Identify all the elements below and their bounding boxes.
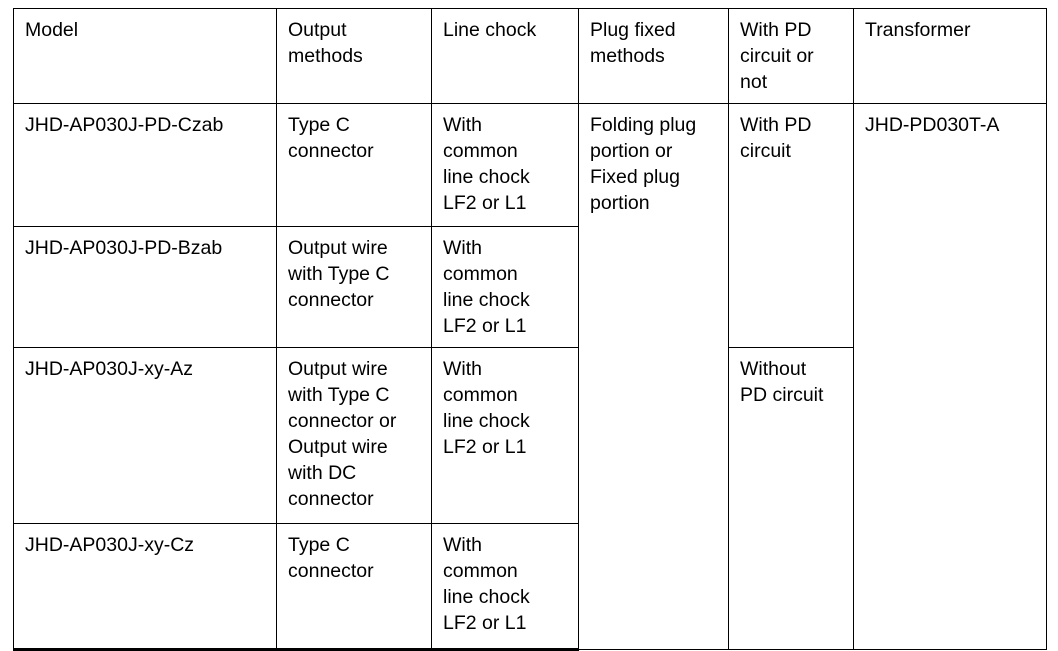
- cell-output-methods: Type C connector: [276, 103, 432, 227]
- cell-model: JHD-AP030J-xy-Az: [13, 347, 277, 524]
- cell-pd-circuit-with-merged: With PD circuit: [728, 103, 854, 348]
- cell-output-methods: Output wire with Type C connector or Out…: [276, 347, 432, 524]
- column-header-pd-circuit: With PD circuit or not: [728, 8, 854, 104]
- column-header-model: Model: [13, 8, 277, 104]
- table-row: JHD-AP030J-xy-Cz Type C connector With c…: [13, 523, 1047, 651]
- column-header-transformer: Transformer: [853, 8, 1047, 104]
- cell-line-chock: With common line chock LF2 or L1: [431, 103, 579, 227]
- column-header-output-methods: Output methods: [276, 8, 432, 104]
- cell-output-methods: Type C connector: [276, 523, 432, 651]
- table-header-row: Model Output methods Line chock Plug fix…: [13, 8, 1047, 104]
- cell-model: JHD-AP030J-PD-Bzab: [13, 226, 277, 348]
- cell-line-chock: With common line chock LF2 or L1: [431, 226, 579, 348]
- cell-plug-fixed-methods-merged: Folding plug portion or Fixed plug porti…: [578, 103, 729, 650]
- model-specification-table: Model Output methods Line chock Plug fix…: [13, 8, 1047, 651]
- cell-transformer-merged: JHD-PD030T-A: [853, 103, 1047, 650]
- column-header-line-chock: Line chock: [431, 8, 579, 104]
- cell-model: JHD-AP030J-PD-Czab: [13, 103, 277, 227]
- table-row: JHD-AP030J-PD-Bzab Output wire with Type…: [13, 226, 1047, 348]
- cell-model: JHD-AP030J-xy-Cz: [13, 523, 277, 651]
- table-row: JHD-AP030J-xy-Az Output wire with Type C…: [13, 347, 1047, 650]
- cell-line-chock: With common line chock LF2 or L1: [431, 347, 579, 524]
- column-header-plug-fixed-methods: Plug fixed methods: [578, 8, 729, 104]
- cell-output-methods: Output wire with Type C connector: [276, 226, 432, 348]
- cell-pd-circuit-without-merged: Without PD circuit: [728, 347, 854, 650]
- table-row: JHD-AP030J-PD-Czab Type C connector With…: [13, 103, 1047, 650]
- cell-line-chock: With common line chock LF2 or L1: [431, 523, 579, 651]
